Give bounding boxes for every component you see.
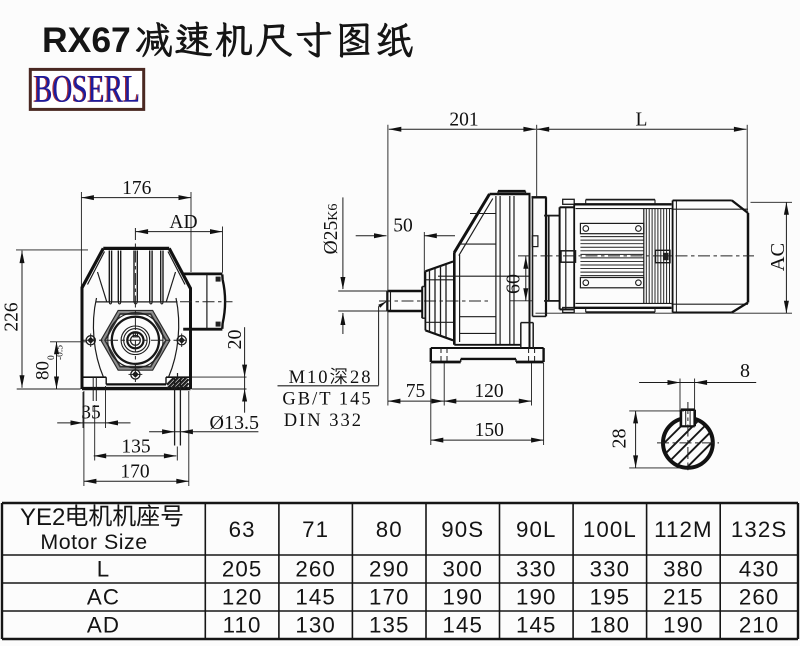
svg-text:90L: 90L	[516, 517, 557, 542]
svg-text:BOSERL: BOSERL	[33, 68, 139, 111]
svg-text:135: 135	[121, 436, 150, 457]
svg-text:145: 145	[516, 613, 557, 638]
svg-text:170: 170	[120, 462, 149, 483]
svg-text:190: 190	[516, 585, 557, 610]
svg-text:120: 120	[474, 381, 503, 402]
svg-text:-0.5: -0.5	[56, 345, 66, 360]
svg-text:90S: 90S	[441, 517, 484, 542]
svg-text:215: 215	[663, 585, 704, 610]
svg-text:330: 330	[516, 557, 557, 582]
svg-text:0: 0	[47, 355, 57, 360]
svg-text:75: 75	[406, 381, 426, 402]
svg-text:132S: 132S	[731, 517, 787, 542]
svg-text:190: 190	[663, 613, 704, 638]
svg-text:AD: AD	[87, 613, 120, 638]
svg-text:180: 180	[590, 613, 631, 638]
svg-text:20: 20	[224, 330, 246, 350]
svg-text:205: 205	[222, 557, 263, 582]
svg-text:Ø13.5: Ø13.5	[210, 412, 259, 434]
svg-text:110: 110	[223, 613, 262, 638]
svg-text:195: 195	[590, 585, 631, 610]
svg-text:330: 330	[590, 557, 631, 582]
svg-text:210: 210	[739, 613, 780, 638]
svg-text:L: L	[636, 109, 648, 130]
svg-text:63: 63	[229, 517, 256, 542]
svg-text:28: 28	[350, 368, 373, 388]
svg-text:M10: M10	[289, 368, 330, 388]
svg-text:260: 260	[739, 585, 780, 610]
svg-text:300: 300	[442, 557, 483, 582]
svg-text:Motor Size: Motor Size	[40, 530, 147, 554]
svg-text:DIN 332: DIN 332	[284, 411, 363, 431]
svg-text:190: 190	[442, 585, 483, 610]
svg-text:8: 8	[740, 360, 750, 382]
svg-text:50: 50	[393, 216, 413, 237]
svg-text:260: 260	[295, 557, 336, 582]
svg-text:380: 380	[663, 557, 704, 582]
svg-text:AC: AC	[87, 585, 120, 610]
svg-text:60: 60	[503, 274, 525, 294]
svg-text:226: 226	[1, 302, 22, 332]
svg-text:AC: AC	[767, 243, 789, 271]
svg-text:170: 170	[369, 585, 410, 610]
svg-text:80: 80	[376, 517, 403, 542]
svg-text:201: 201	[449, 109, 478, 130]
svg-text:GB/T 145: GB/T 145	[282, 389, 372, 409]
svg-text:L: L	[97, 557, 111, 582]
svg-text:80: 80	[33, 361, 54, 380]
svg-text:BOSERL: BOSERL	[34, 68, 140, 111]
svg-text:145: 145	[442, 613, 483, 638]
svg-text:100L: 100L	[583, 517, 637, 542]
svg-text:135: 135	[369, 613, 410, 638]
svg-text:RX67: RX67	[42, 20, 131, 60]
svg-text:176: 176	[122, 178, 152, 199]
svg-text:AD: AD	[169, 212, 197, 233]
svg-text:290: 290	[369, 557, 410, 582]
svg-text:Ø25K6: Ø25K6	[321, 204, 342, 255]
svg-text:145: 145	[295, 585, 336, 610]
svg-text:71: 71	[302, 517, 329, 542]
svg-text:150: 150	[475, 420, 504, 441]
svg-text:35: 35	[81, 403, 101, 424]
svg-text:430: 430	[739, 557, 780, 582]
svg-text:120: 120	[222, 585, 263, 610]
svg-text:28: 28	[609, 429, 631, 449]
svg-text:130: 130	[295, 613, 336, 638]
svg-text:112M: 112M	[654, 517, 713, 542]
svg-text:YE2: YE2	[20, 504, 65, 531]
